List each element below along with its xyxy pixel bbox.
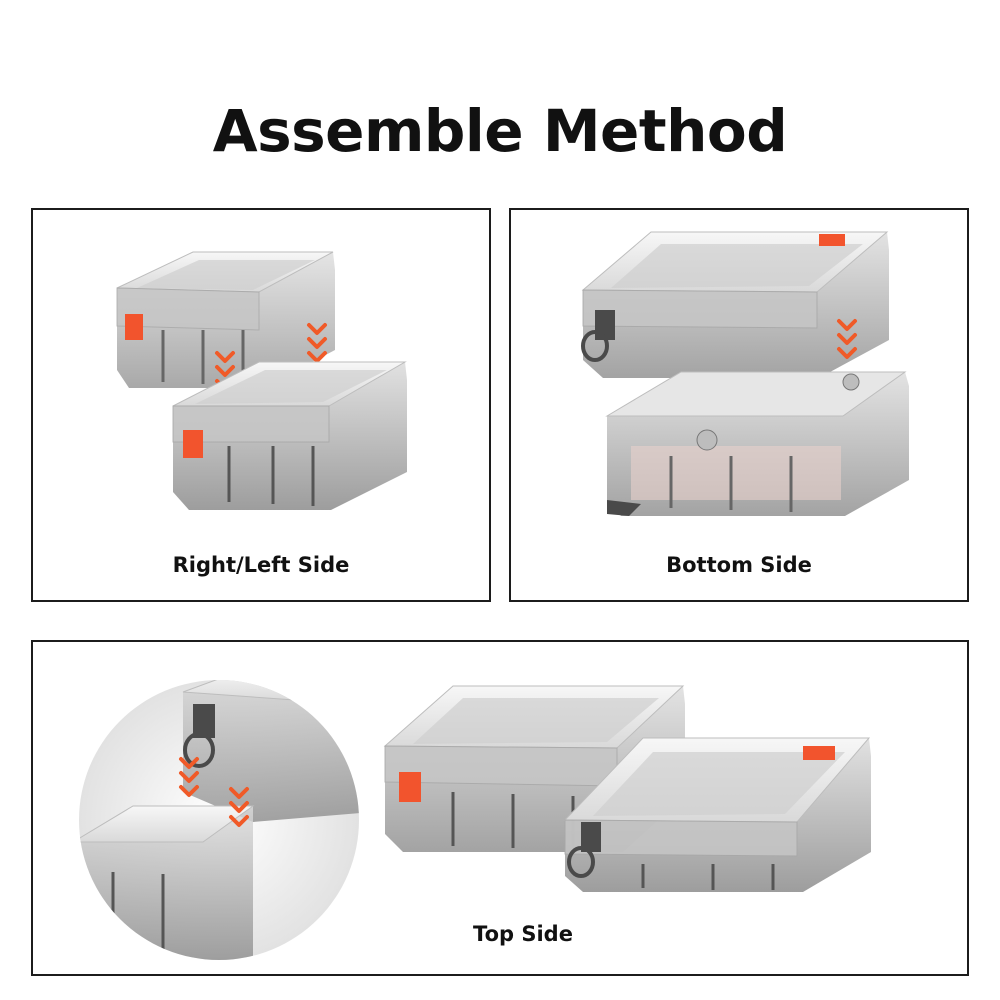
storage-box-right bbox=[563, 737, 871, 892]
latch-icon bbox=[125, 314, 143, 340]
latch-icon bbox=[819, 234, 845, 246]
caption-bottom-side: Bottom Side bbox=[666, 553, 812, 577]
caption-top-side: Top Side bbox=[473, 922, 573, 946]
bottom-assembly-illustration bbox=[581, 231, 909, 516]
latch-icon bbox=[183, 430, 203, 458]
latch-icon bbox=[803, 746, 835, 760]
storage-box-lower bbox=[172, 361, 407, 510]
panel-bottom-side: Bottom Side bbox=[509, 208, 969, 602]
panel-top-side: Top Side bbox=[31, 640, 969, 976]
ring-handle-icon bbox=[183, 732, 215, 768]
page-title: Assemble Method bbox=[212, 96, 788, 165]
ring-handle-icon bbox=[607, 500, 641, 516]
latch-icon bbox=[399, 772, 421, 802]
ring-handle-icon bbox=[581, 330, 609, 362]
panel-right-left-side: Right/Left Side bbox=[31, 208, 491, 602]
latch-icon bbox=[193, 704, 215, 738]
storage-box-upper bbox=[116, 251, 335, 388]
storage-box-upper bbox=[581, 231, 889, 378]
latch-icon bbox=[581, 822, 601, 852]
caption-right-left-side: Right/Left Side bbox=[172, 553, 350, 577]
top-assembly-illustration bbox=[79, 680, 871, 960]
ring-handle-icon bbox=[567, 846, 595, 878]
storage-box-lower-open bbox=[605, 371, 909, 516]
zoom-detail-circle bbox=[79, 680, 359, 960]
right-left-assembly-illustration bbox=[116, 251, 407, 510]
